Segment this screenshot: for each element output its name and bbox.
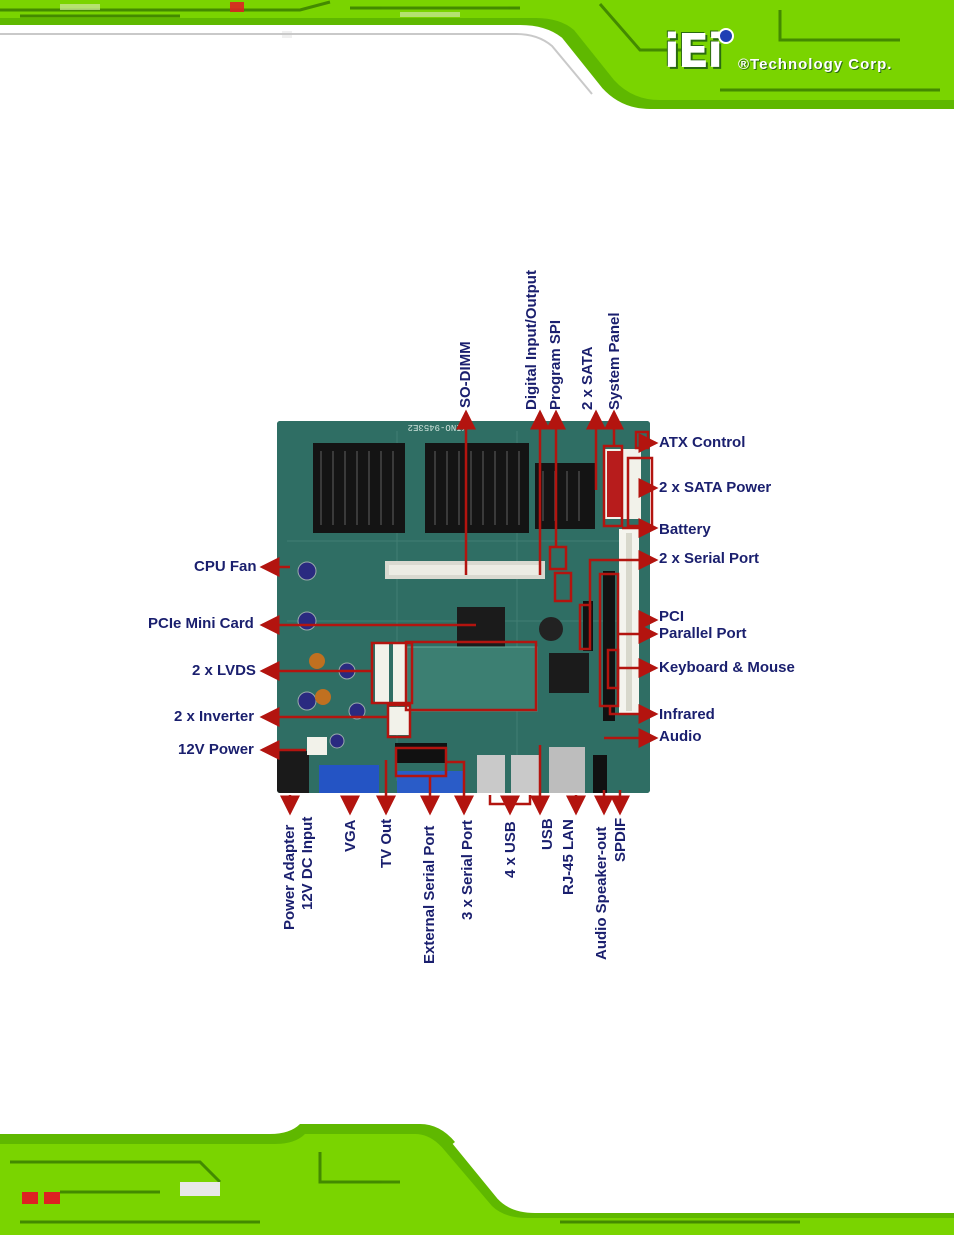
label-usb: USB — [539, 818, 556, 850]
label-keyboard-mouse: Keyboard & Mouse — [659, 659, 795, 676]
label-sata-power: 2 x SATA Power — [659, 479, 772, 496]
iei-logo: iEi ®Technology Corp. — [664, 22, 944, 82]
footer-circuit-banner — [0, 1122, 954, 1235]
label-rj45-lan: RJ-45 LAN — [560, 819, 577, 895]
label-inverter: 2 x Inverter — [174, 708, 255, 725]
label-pci: PCI — [659, 608, 685, 625]
label-atx-control: ATX Control — [659, 434, 746, 451]
label-audio-speaker-out: Audio Speaker-out — [593, 826, 610, 960]
label-spdif: SPDIF — [612, 817, 629, 862]
logo-corp-text: ®Technology Corp. — [738, 56, 893, 73]
header-circuit-banner — [0, 0, 954, 112]
label-sata-2: 2 x SATA — [579, 346, 596, 410]
label-usb-4: 4 x USB — [502, 821, 519, 878]
label-audio: Audio — [659, 728, 702, 745]
logo-mark: iEi — [664, 24, 723, 78]
label-power-adapter: Power Adapter — [281, 824, 298, 930]
motherboard-photo: KINO-9453E2 — [277, 421, 650, 793]
label-cpu-fan: CPU Fan — [194, 558, 257, 575]
label-so-dimm: SO-DIMM — [457, 341, 474, 408]
label-lvds: 2 x LVDS — [192, 662, 256, 679]
label-infrared: Infrared — [659, 706, 715, 723]
motherboard-illustration: KINO-9453E2 — [277, 421, 650, 793]
label-digital-io: Digital Input/Output — [523, 270, 540, 410]
label-vga: VGA — [342, 819, 359, 852]
logo-dot — [718, 28, 734, 44]
label-system-panel: System Panel — [606, 312, 623, 410]
label-program-spi: Program SPI — [547, 319, 564, 410]
label-pcie-mini-card: PCIe Mini Card — [148, 615, 254, 632]
board-silk-model: KINO-9453E2 — [408, 422, 467, 432]
label-tv-out: TV Out — [378, 818, 395, 868]
label-parallel-port: Parallel Port — [659, 625, 747, 642]
label-12v-power: 12V Power — [178, 741, 254, 758]
label-dc-input: 12V DC Input — [299, 816, 316, 910]
label-external-serial-port: External Serial Port — [421, 825, 438, 964]
label-serial-port-3: 3 x Serial Port — [459, 819, 476, 920]
label-serial-port-2: 2 x Serial Port — [659, 550, 760, 567]
label-battery: Battery — [659, 521, 711, 538]
